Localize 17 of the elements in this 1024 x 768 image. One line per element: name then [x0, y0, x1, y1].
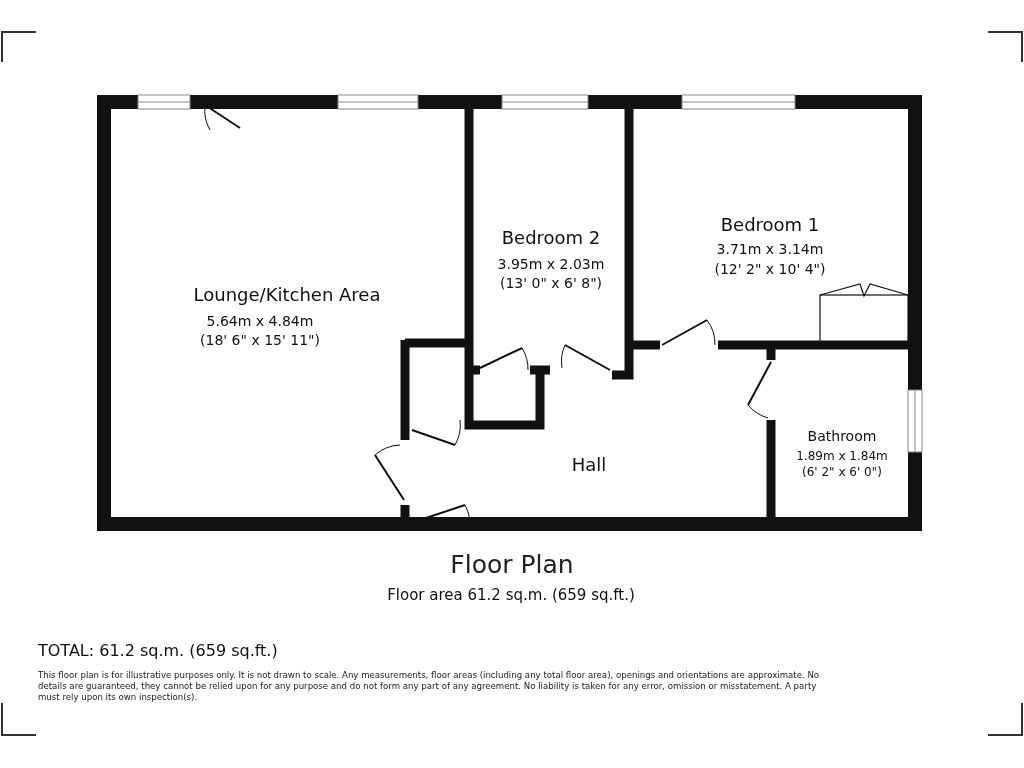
room-label: (13' 0" x 6' 8") [499, 275, 603, 292]
disclaimer-text: This floor plan is for illustrative purposes only. It is not drawn to scale. Any measurements, floor areas (including any total floor area), openings and orientations are approximate. No details are guaranteed, they cannot be relied upon for any purpose and do not form any part of any agreement. No liability is taken for any error, omission or misstatement. A party must rely upon its own inspection(s). [38, 670, 821, 704]
room-label: Lounge/Kitchen Area [193, 285, 381, 306]
room-label: Bedroom 1 [720, 215, 820, 236]
room-label: 5.64m x 4.84m [206, 313, 314, 330]
room-label: 3.95m x 2.03m [497, 256, 605, 273]
room-label: (18' 6" x 15' 11") [200, 332, 320, 349]
floor-area-text: Floor area 61.2 sq.m. (659 sq.ft.) [387, 587, 635, 605]
plan-title: Floor Plan [449, 550, 575, 579]
room-label: 1.89m x 1.84m [796, 450, 888, 464]
room-label: (6' 2" x 6' 0") [802, 466, 882, 480]
room-label: (12' 2" x 10' 4") [714, 261, 826, 278]
room-label: 3.71m x 3.14m [716, 241, 824, 258]
total-area-text: TOTAL: 61.2 sq.m. (659 sq.ft.) [38, 642, 278, 661]
room-label: Hall [571, 455, 607, 476]
room-label: Bedroom 2 [501, 228, 601, 249]
room-label: Bathroom [807, 428, 877, 445]
